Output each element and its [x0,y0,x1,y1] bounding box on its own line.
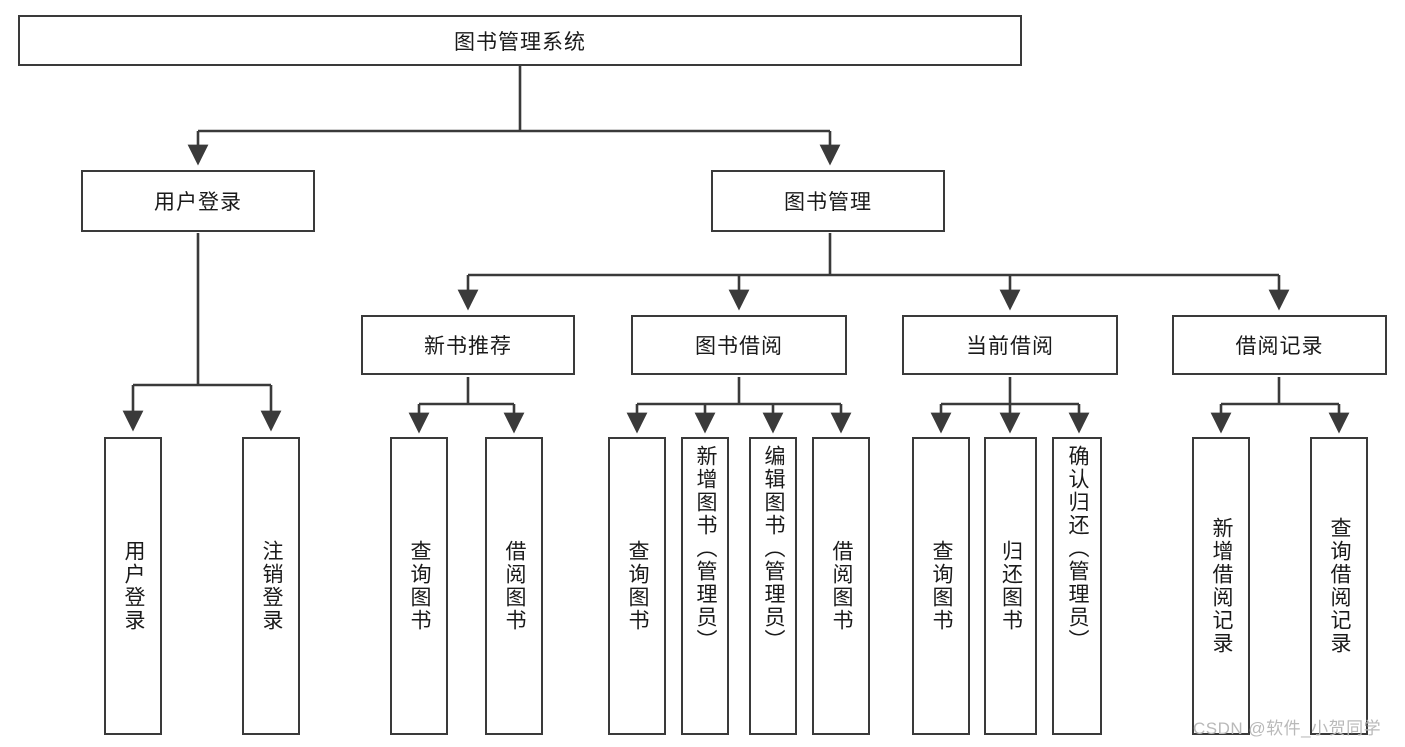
leaf-newbook-query-book-label: 查询图书 [408,540,432,632]
csdn-watermark: CSDN @软件_小贺同学 [1193,719,1382,738]
leaf-user-login-signin-label: 用户登录 [122,540,146,632]
leaf-current-query-book-label: 查询图书 [930,540,954,632]
leaf-records-query-record[interactable]: 查询借阅记录 [1310,437,1368,735]
leaf-borrow-add-book-admin[interactable]: 新增图书（管理员） [681,437,729,735]
node-current-borrow-label: 当前借阅 [966,335,1054,358]
leaf-borrow-borrow-book[interactable]: 借阅图书 [812,437,870,735]
leaf-borrow-edit-book-admin-label: 编辑图书（管理员） [762,445,786,652]
node-user-login-label: 用户登录 [154,191,242,214]
node-borrow-records-label: 借阅记录 [1235,335,1324,358]
leaf-current-confirm-return-admin-label: 确认归还（管理员） [1066,445,1090,652]
node-root-system-label: 图书管理系统 [454,30,586,54]
leaf-newbook-borrow-book-label: 借阅图书 [503,540,527,632]
leaf-borrow-borrow-book-label: 借阅图书 [830,540,854,632]
leaf-user-login-signout-label: 注销登录 [260,540,284,632]
leaf-current-return-book[interactable]: 归还图书 [984,437,1037,735]
node-user-login[interactable]: 用户登录 [81,170,315,232]
node-borrow-records[interactable]: 借阅记录 [1172,315,1387,375]
leaf-current-return-book-label: 归还图书 [999,540,1023,632]
leaf-current-query-book[interactable]: 查询图书 [912,437,970,735]
node-new-book-recommend[interactable]: 新书推荐 [361,315,575,375]
node-book-borrow[interactable]: 图书借阅 [631,315,847,375]
leaf-user-login-signout[interactable]: 注销登录 [242,437,300,735]
node-root-system[interactable]: 图书管理系统 [18,15,1022,66]
leaf-records-add-record[interactable]: 新增借阅记录 [1192,437,1250,735]
leaf-newbook-borrow-book[interactable]: 借阅图书 [485,437,543,735]
node-new-book-recommend-label: 新书推荐 [424,335,512,358]
leaf-borrow-query-book-label: 查询图书 [626,540,650,632]
leaf-borrow-add-book-admin-label: 新增图书（管理员） [694,445,718,652]
leaf-current-confirm-return-admin[interactable]: 确认归还（管理员） [1052,437,1102,735]
node-book-management-label: 图书管理 [784,191,872,214]
node-book-borrow-label: 图书借阅 [695,335,783,358]
leaf-borrow-query-book[interactable]: 查询图书 [608,437,666,735]
node-current-borrow[interactable]: 当前借阅 [902,315,1118,375]
leaf-borrow-edit-book-admin[interactable]: 编辑图书（管理员） [749,437,797,735]
leaf-records-add-record-label: 新增借阅记录 [1210,517,1234,655]
node-book-management[interactable]: 图书管理 [711,170,945,232]
leaf-records-query-record-label: 查询借阅记录 [1328,517,1352,655]
leaf-user-login-signin[interactable]: 用户登录 [104,437,162,735]
leaf-newbook-query-book[interactable]: 查询图书 [390,437,448,735]
